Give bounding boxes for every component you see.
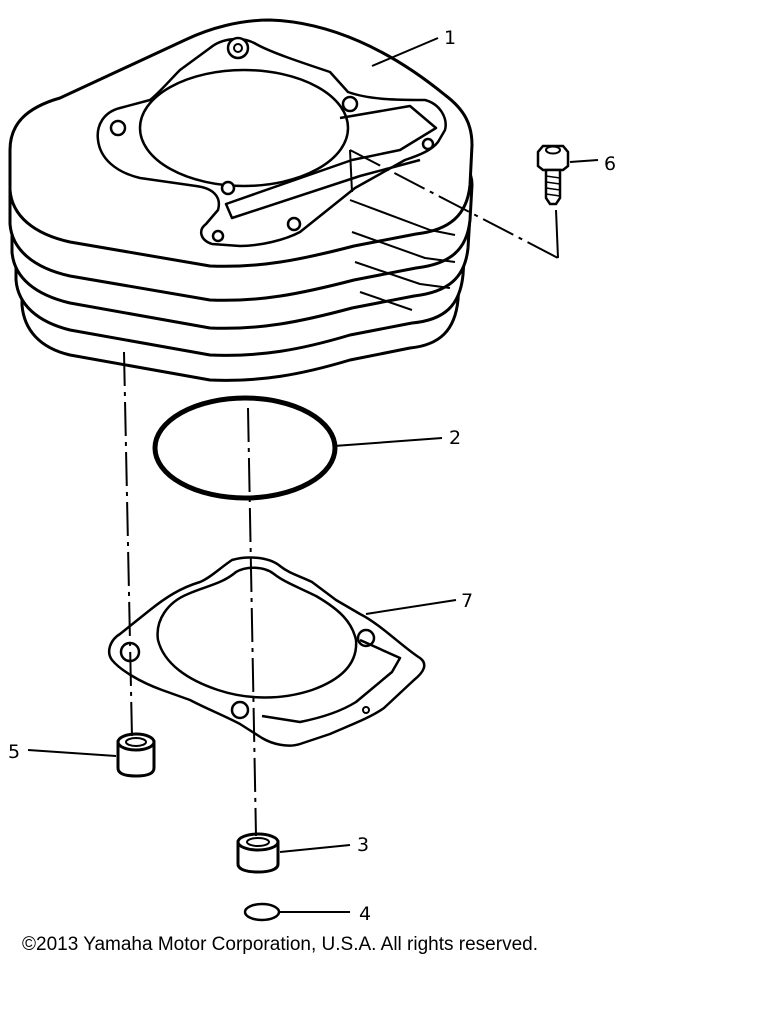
dowel-pin-bottom (236, 832, 280, 874)
stud-hole (211, 229, 225, 243)
o-ring-large (152, 395, 338, 501)
bolt-guide-lines (349, 149, 559, 259)
stud-hole (220, 180, 236, 196)
callout-1: 1 (444, 27, 456, 49)
cylinder-drawing (8, 18, 474, 382)
stud-hole (233, 43, 243, 53)
callout-5: 5 (8, 741, 20, 763)
cylinder-gasket-drawing (108, 556, 426, 747)
callout-3: 3 (357, 834, 369, 856)
gasket-bore (156, 566, 358, 699)
gasket-outline (108, 556, 426, 747)
callout-7: 7 (461, 590, 473, 612)
gasket-hole (356, 628, 376, 648)
callout-4: 4 (359, 903, 371, 925)
assembly-lines (123, 149, 559, 837)
callout-2: 2 (449, 427, 461, 449)
copyright-notice: ©2013 Yamaha Motor Corporation, U.S.A. A… (22, 934, 538, 955)
bolt-head (536, 144, 570, 172)
stud-hole (421, 137, 435, 151)
stud-hole (286, 216, 302, 232)
top-gasket-outline (96, 37, 447, 248)
stud-hole (109, 119, 127, 137)
cam-chain-tunnel (224, 104, 438, 220)
gasket-hole (230, 700, 250, 720)
stud-hole (341, 95, 359, 113)
bolt-drawing (536, 144, 570, 206)
fin-edge-detail (349, 199, 456, 311)
callout-6: 6 (604, 153, 616, 175)
cylinder-bore (138, 68, 350, 188)
bolt-shank (544, 168, 562, 206)
o-ring-small (243, 902, 281, 922)
gasket-tunnel (261, 638, 402, 724)
dowel-pin-left (116, 732, 156, 778)
gasket-hole (362, 706, 370, 714)
leader-lines (27, 37, 599, 913)
